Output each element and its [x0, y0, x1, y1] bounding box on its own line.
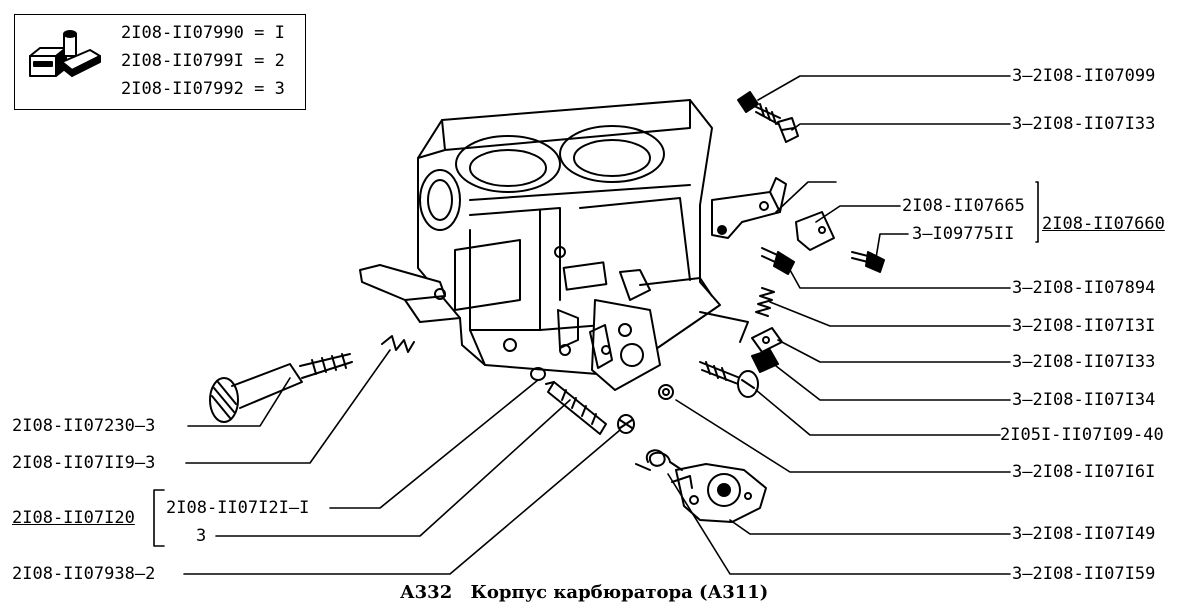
carburetor-body	[359, 99, 749, 391]
legend-sep: =	[254, 79, 265, 99]
callout-bracket-part: 2I08-II07665	[902, 196, 1025, 216]
callout-right: 3—2I08-II07I33	[1012, 352, 1156, 372]
idle-screw	[699, 361, 759, 398]
callout-left: 2I08-II07230—3	[12, 416, 156, 436]
callout-left: 2I08-II07938—2	[12, 564, 156, 584]
figure-caption: А332 Корпус карбюратора (А311)	[400, 583, 768, 603]
legend-icon	[29, 30, 101, 77]
legend-num: 2	[274, 51, 285, 71]
legend-num: I	[274, 23, 285, 43]
callout-right: 3—2I08-II07I33	[1012, 114, 1156, 134]
callout-right: 3—2I08-II07099	[1012, 66, 1156, 86]
mixture-spring	[381, 335, 415, 353]
fuel-jet	[545, 381, 607, 435]
callout-right: 3—2I08-II07I34	[1012, 390, 1156, 410]
callout-screw-part: 2I08-II07I2I—I	[166, 498, 310, 518]
legend-code: 2I08-II07990	[121, 23, 244, 43]
top-clip	[777, 117, 799, 143]
legend-row-2: 2I08-II0799I = 2	[121, 51, 285, 71]
mixture-screw	[209, 353, 353, 423]
legend-sep: =	[254, 23, 265, 43]
callout-screw-assembly: 2I08-II07I20	[12, 508, 135, 528]
legend-code: 2I08-II0799I	[121, 51, 244, 71]
callout-screw-part: 3	[196, 526, 207, 546]
callout-right: 3—2I08-II07894	[1012, 278, 1156, 298]
throttle-lever	[671, 463, 767, 523]
legend-box: 2I08-II07990 = I 2I08-II0799I = 2 2I08-I…	[14, 14, 306, 110]
legend-num: 3	[274, 79, 285, 99]
small-spring	[755, 287, 775, 317]
caption-code: А332	[400, 582, 453, 603]
bracket-plate	[795, 211, 835, 251]
jet-plug	[617, 414, 635, 434]
caption-title: Корпус карбюратора (А311)	[470, 582, 769, 603]
adjust-screw	[761, 247, 795, 275]
choke-bracket	[711, 177, 787, 239]
legend-row-3: 2I08-II07992 = 3	[121, 79, 285, 99]
callout-bracket-part: 3—I09775II	[912, 224, 1015, 244]
return-spring	[635, 449, 683, 471]
callout-left: 2I08-II07II9—3	[12, 453, 156, 473]
callout-bracket-assembly: 2I08-II07660	[1042, 214, 1165, 234]
lever-nut	[751, 349, 779, 373]
callout-right: 3—2I08-II07I49	[1012, 524, 1156, 544]
legend-code: 2I08-II07992	[121, 79, 244, 99]
callout-right: 3—2I08-II07I3I	[1012, 316, 1156, 336]
leader-lines	[153, 75, 1039, 575]
o-ring	[658, 384, 674, 400]
callout-right: 3—2I08-II07I59	[1012, 564, 1156, 584]
top-screw	[737, 91, 781, 125]
bracket-screw	[851, 251, 885, 273]
callout-right: 3—2I08-II07I6I	[1012, 462, 1156, 482]
callout-right: 2I05I-II07I09-40	[1000, 425, 1164, 445]
legend-sep: =	[254, 51, 265, 71]
legend-row-1: 2I08-II07990 = I	[121, 23, 285, 43]
